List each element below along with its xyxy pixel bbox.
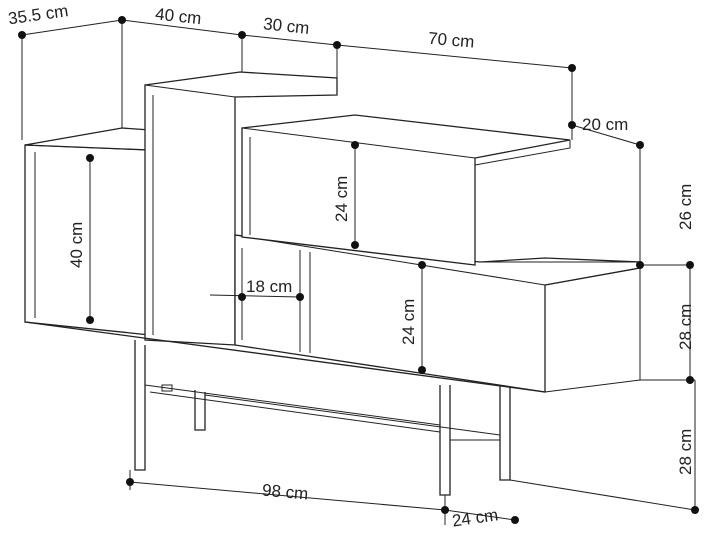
legs bbox=[134, 340, 511, 496]
label-height-legs: 28 cm bbox=[676, 429, 695, 475]
label-width-column: 30 cm bbox=[262, 14, 310, 38]
center-column bbox=[144, 71, 338, 346]
sideboard-drawing bbox=[24, 71, 641, 496]
label-leg-depth: 24 cm bbox=[451, 505, 499, 530]
label-height-middle: 28 cm bbox=[676, 304, 695, 350]
dimension-dots bbox=[18, 16, 699, 524]
left-cabinet-front bbox=[24, 144, 151, 336]
label-height-upper: 26 cm bbox=[676, 184, 695, 230]
label-depth-right: 20 cm bbox=[582, 115, 628, 134]
label-width-left: 40 cm bbox=[154, 4, 202, 28]
label-open-shelf: 18 cm bbox=[246, 277, 292, 296]
label-upper-compartment: 24 cm bbox=[332, 176, 351, 222]
label-lower-compartment: 24 cm bbox=[399, 299, 418, 345]
upper-right-box bbox=[241, 114, 571, 266]
label-left-cabinet: 40 cm bbox=[67, 222, 86, 268]
label-width-right: 70 cm bbox=[427, 29, 475, 52]
label-leg-span: 98 cm bbox=[261, 481, 309, 504]
label-depth-left: 35.5 cm bbox=[7, 1, 70, 28]
